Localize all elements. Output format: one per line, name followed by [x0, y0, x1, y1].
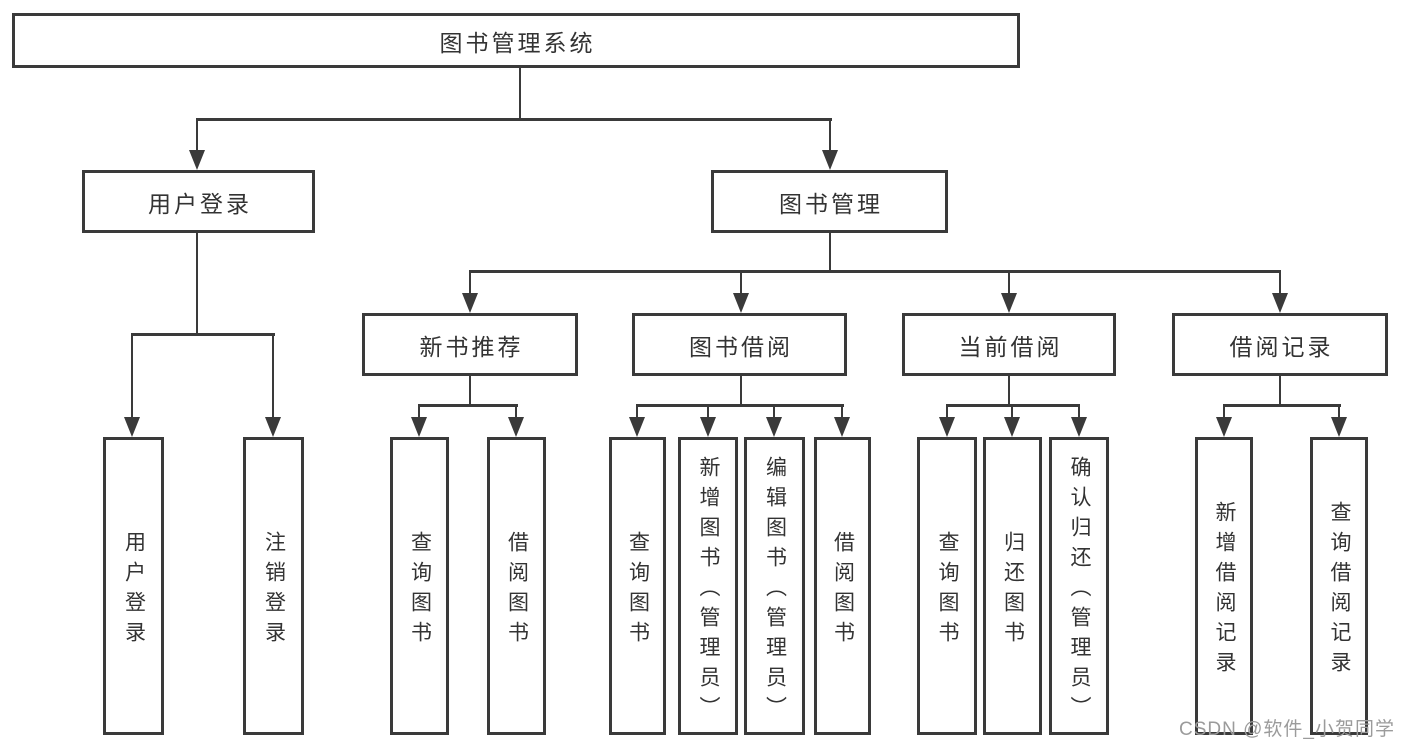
root-node-library-system: 图书管理系统 [12, 13, 1020, 68]
arrow-down-icon [508, 417, 524, 437]
connector-drop-user-login [196, 120, 198, 152]
leaf-return-books: 归还图书 [983, 437, 1042, 735]
connector-drop-new-book-recommend [469, 273, 471, 295]
connector-drop-borrow-books-1 [515, 407, 517, 419]
connector-book-borrowing-stub [740, 374, 742, 406]
arrow-down-icon [265, 417, 281, 437]
leaf-user-login-label: 用户登录 [122, 530, 146, 651]
leaf-edit-book-admin: 编辑图书（管理员） [744, 437, 805, 735]
connector-current-borrowing-bus [946, 404, 1080, 407]
leaf-add-borrow-record-label: 新增借阅记录 [1213, 500, 1236, 681]
leaf-confirm-return-admin: 确认归还（管理员） [1049, 437, 1109, 735]
root-node-label: 图书管理系统 [439, 29, 596, 56]
connector-drop-book-borrowing [740, 273, 742, 295]
connector-root-stub [519, 66, 521, 120]
arrow-down-icon [1071, 417, 1087, 437]
arrow-down-icon [834, 417, 850, 437]
connector-root-bus [196, 118, 832, 121]
connector-drop-add-book-admin [707, 407, 709, 419]
connector-new-book-stub [469, 374, 471, 406]
leaf-query-books-2: 查询图书 [609, 437, 666, 735]
leaf-add-book-admin: 新增图书（管理员） [678, 437, 738, 735]
arrow-down-icon [462, 293, 478, 313]
leaf-borrow-books-2-label: 借阅图书 [831, 530, 855, 651]
arrow-down-icon [1001, 293, 1017, 313]
connector-drop-book-management [829, 120, 831, 152]
connector-borrowing-records-bus [1223, 404, 1341, 407]
connector-drop-query-borrow-record [1338, 407, 1340, 419]
node-book-borrowing: 图书借阅 [632, 313, 847, 376]
leaf-return-books-label: 归还图书 [1001, 530, 1025, 651]
arrow-down-icon [1272, 293, 1288, 313]
leaf-query-books-1: 查询图书 [390, 437, 449, 735]
arrow-down-icon [1004, 417, 1020, 437]
arrow-down-icon [124, 417, 140, 437]
connector-drop-query-books-2 [636, 407, 638, 419]
connector-drop-confirm-return [1078, 407, 1080, 419]
arrow-down-icon [939, 417, 955, 437]
arrow-down-icon [189, 150, 205, 170]
node-new-book-recommend: 新书推荐 [362, 313, 578, 376]
leaf-query-books-3-label: 查询图书 [936, 530, 959, 651]
arrow-down-icon [1216, 417, 1232, 437]
node-user-login: 用户登录 [82, 170, 315, 233]
connector-book-management-stub [829, 231, 831, 272]
leaf-logout-label: 注销登录 [262, 530, 286, 651]
leaf-query-books-3: 查询图书 [917, 437, 977, 735]
leaf-query-books-2-label: 查询图书 [626, 530, 650, 651]
leaf-edit-book-admin-label: 编辑图书（管理员） [763, 455, 787, 726]
connector-drop-leaf-user-login [131, 336, 133, 418]
node-book-management-label: 图书管理 [779, 190, 883, 217]
leaf-borrow-books-1-label: 借阅图书 [505, 530, 529, 651]
connector-drop-add-borrow-record [1223, 407, 1225, 419]
node-current-borrowing: 当前借阅 [902, 313, 1116, 376]
connector-user-login-stub [196, 231, 198, 335]
node-book-management: 图书管理 [711, 170, 948, 233]
leaf-add-borrow-record: 新增借阅记录 [1195, 437, 1253, 735]
connector-level3-bus [469, 270, 1281, 273]
arrow-down-icon [766, 417, 782, 437]
arrow-down-icon [411, 417, 427, 437]
node-book-borrowing-label: 图书借阅 [689, 333, 793, 360]
arrow-down-icon [1331, 417, 1347, 437]
csdn-watermark: CSDN @软件_小贺同学 [1179, 719, 1395, 740]
arrow-down-icon [700, 417, 716, 437]
leaf-query-books-1-label: 查询图书 [408, 530, 432, 651]
node-borrowing-records: 借阅记录 [1172, 313, 1388, 376]
leaf-query-borrow-record-label: 查询借阅记录 [1328, 500, 1351, 681]
connector-drop-borrowing-records [1279, 273, 1281, 295]
connector-drop-current-borrowing [1008, 273, 1010, 295]
connector-book-borrowing-bus [636, 404, 844, 407]
connector-drop-leaf-logout [272, 336, 274, 418]
node-current-borrowing-label: 当前借阅 [958, 333, 1063, 360]
connector-drop-borrow-books-2 [841, 407, 843, 419]
node-borrowing-records-label: 借阅记录 [1229, 333, 1334, 360]
arrow-down-icon [822, 150, 838, 170]
connector-current-borrowing-stub [1008, 374, 1010, 406]
connector-borrowing-records-stub [1279, 374, 1281, 406]
connector-drop-return-books [1011, 407, 1013, 419]
leaf-confirm-return-admin-label: 确认归还（管理员） [1068, 455, 1091, 726]
leaf-borrow-books-1: 借阅图书 [487, 437, 546, 735]
leaf-borrow-books-2: 借阅图书 [814, 437, 871, 735]
arrow-down-icon [629, 417, 645, 437]
node-user-login-label: 用户登录 [148, 190, 252, 217]
connector-drop-edit-book-admin [773, 407, 775, 419]
leaf-add-book-admin-label: 新增图书（管理员） [697, 455, 720, 726]
leaf-user-login: 用户登录 [103, 437, 164, 735]
leaf-query-borrow-record: 查询借阅记录 [1310, 437, 1368, 735]
connector-new-book-bus [418, 404, 518, 407]
leaf-logout: 注销登录 [243, 437, 304, 735]
arrow-down-icon [733, 293, 749, 313]
connector-user-login-bus [131, 333, 275, 336]
connector-drop-query-books-1 [418, 407, 420, 419]
connector-drop-query-books-3 [946, 407, 948, 419]
node-new-book-recommend-label: 新书推荐 [419, 333, 524, 360]
